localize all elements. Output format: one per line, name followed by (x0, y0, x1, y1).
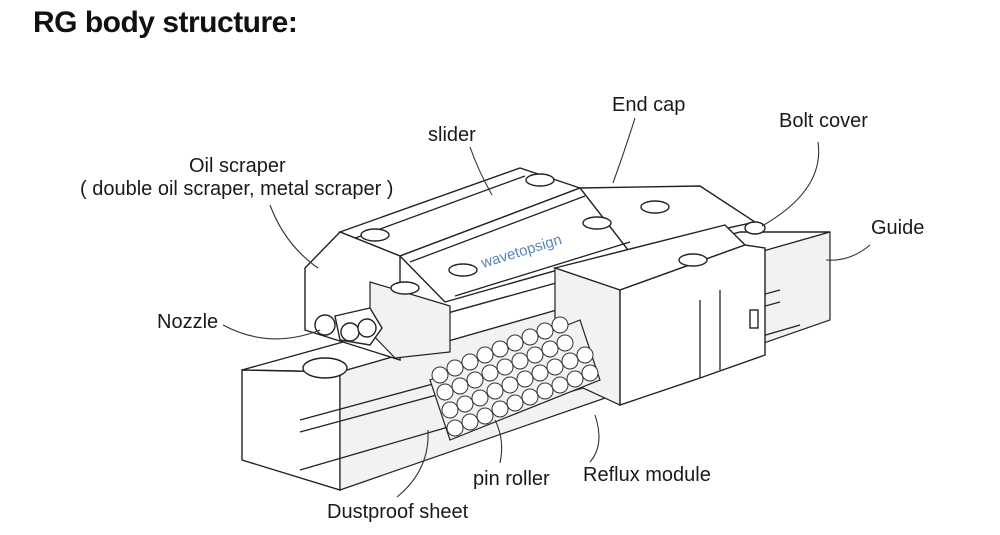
label-slider: slider (428, 124, 476, 146)
leader-lines (222, 117, 871, 498)
label-pin-roller: pin roller (473, 468, 550, 490)
label-bolt-cover: Bolt cover (779, 110, 868, 132)
label-guide: Guide (871, 217, 924, 239)
label-oil-scraper: Oil scraper (189, 155, 286, 177)
label-dustproof-sheet: Dustproof sheet (327, 501, 469, 523)
label-end-cap: End cap (612, 94, 685, 116)
page-title: RG body structure: (33, 6, 298, 39)
label-oil-scraper-detail: ( double oil scraper, metal scraper ) (80, 178, 393, 200)
label-nozzle: Nozzle (157, 311, 218, 333)
nozzle-fitting (314, 307, 383, 346)
label-reflux-module: Reflux module (583, 464, 711, 486)
pin-roller-balls (429, 316, 601, 441)
